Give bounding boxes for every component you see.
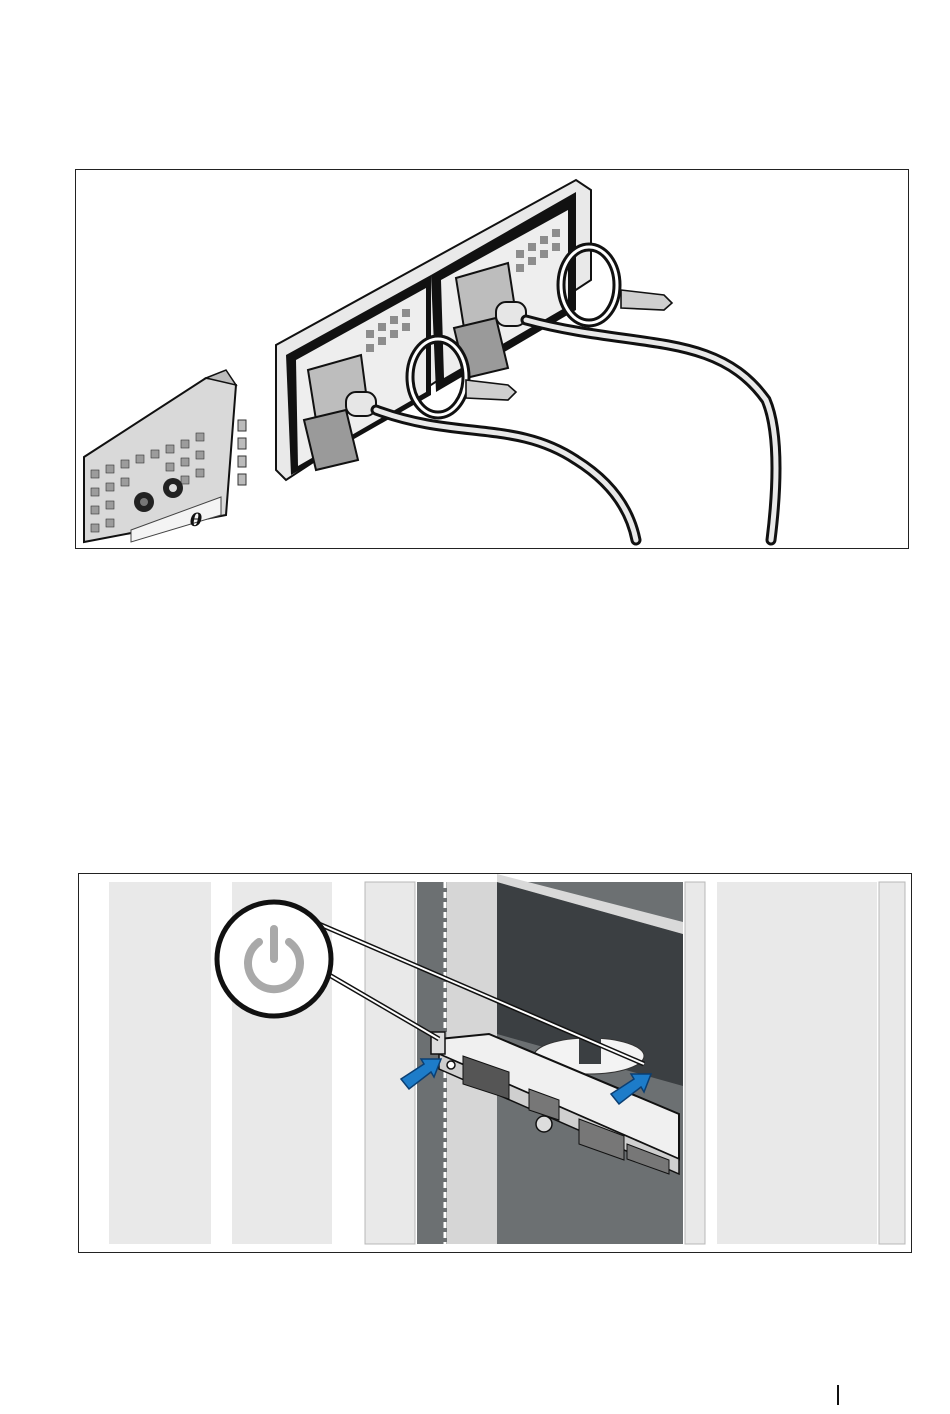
power-cable-illustration: θ bbox=[76, 170, 909, 549]
power-button-illustration bbox=[79, 874, 912, 1253]
page-marker bbox=[837, 1385, 839, 1405]
figure-power-button bbox=[78, 873, 912, 1253]
power-icon bbox=[217, 902, 331, 1016]
figure-power-cables: θ bbox=[75, 169, 909, 549]
badge-glyph: θ bbox=[190, 510, 202, 531]
server-chassis: θ bbox=[84, 370, 246, 542]
